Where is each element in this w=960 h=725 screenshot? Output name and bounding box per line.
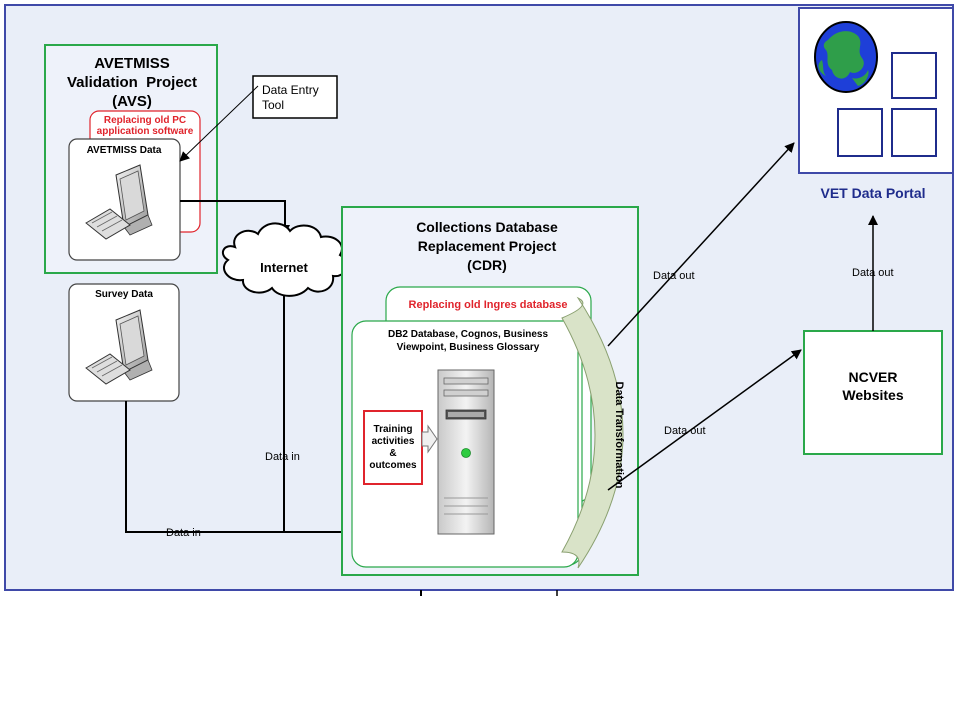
training-line1: Training xyxy=(374,424,413,435)
server-icon xyxy=(437,369,495,535)
data-entry-tool-line2: Tool xyxy=(262,98,284,112)
data-out-upper-label: Data out xyxy=(653,270,695,282)
cdr-to-portal-arrow xyxy=(607,142,795,347)
ingres-replacing-label: Replacing old Ingres database xyxy=(409,299,568,311)
internet-cloud xyxy=(221,222,348,297)
survey-data-label: Survey Data xyxy=(95,289,153,300)
db2-label-line1: DB2 Database, Cognos, Business xyxy=(388,329,548,340)
callout-arrow xyxy=(179,85,259,162)
data-out-ncver-label: Data out xyxy=(852,267,894,279)
survey-data-line xyxy=(125,401,354,533)
portal-tile-top-right xyxy=(891,52,937,99)
computer-icon xyxy=(85,309,153,385)
internet-label: Internet xyxy=(260,260,308,275)
avs-title-line2: Validation Project xyxy=(67,74,197,91)
training-line3: & xyxy=(389,448,396,459)
training-line4: outcomes xyxy=(369,460,417,471)
avs-title-line3: (AVS) xyxy=(112,93,152,110)
globe-icon xyxy=(814,21,878,93)
cdr-title-line3: (CDR) xyxy=(467,257,507,273)
data-in-bottom-label: Data in xyxy=(166,527,201,539)
avs-replacing-line2: application software xyxy=(97,126,194,137)
avs-title-line1: AVETMISS xyxy=(94,55,170,72)
avs-replacing-line1: Replacing old PC xyxy=(104,115,186,126)
data-out-lower-label: Data out xyxy=(664,425,706,437)
db2-label-line2: Viewpoint, Business Glossary xyxy=(397,342,540,353)
portal-tile-bottom-left xyxy=(837,108,883,157)
cdr-title-line1: Collections Database xyxy=(416,219,558,235)
cdr-title-line2: Replacement Project xyxy=(418,238,557,254)
avetmiss-data-label: AVETMISS Data xyxy=(87,145,162,156)
avs-to-internet-connector xyxy=(180,200,290,235)
ncver-line1: NCVER xyxy=(848,369,897,385)
data-entry-tool-box xyxy=(252,75,338,119)
computer-icon xyxy=(85,164,153,240)
training-to-server-arrow xyxy=(421,424,438,454)
training-line2: activities xyxy=(372,436,415,447)
portal-label: VET Data Portal xyxy=(820,185,925,201)
data-transformation-band xyxy=(561,296,624,569)
cdr-to-ncver-arrow xyxy=(607,349,802,491)
data-transformation-label: Data Transformation xyxy=(613,382,625,489)
portal-tile-bottom-right xyxy=(891,108,937,157)
training-box xyxy=(363,410,423,485)
ncver-line2: Websites xyxy=(842,387,903,403)
data-entry-tool-line1: Data Entry xyxy=(262,83,319,97)
ncver-box xyxy=(803,330,943,455)
data-in-vertical-label: Data in xyxy=(265,451,300,463)
